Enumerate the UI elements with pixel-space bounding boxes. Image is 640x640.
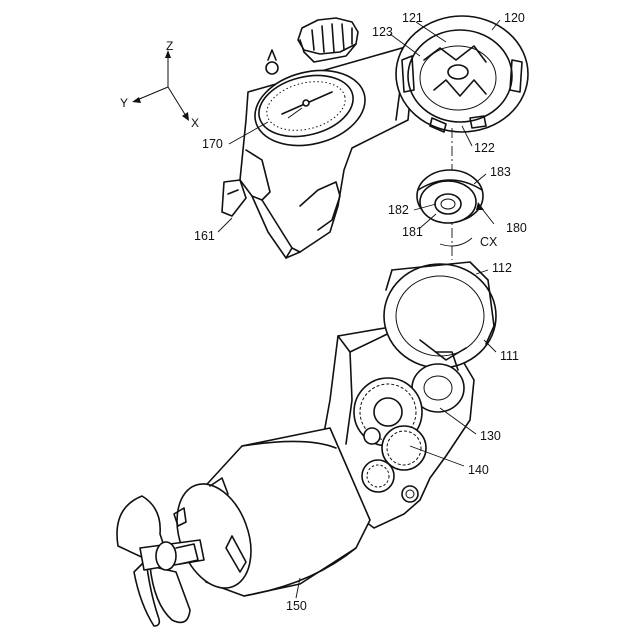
axis-cx-leader — [440, 238, 472, 246]
disc-180 — [417, 170, 483, 223]
label-130: 130 — [480, 429, 501, 443]
x-axis-arrow — [182, 112, 189, 121]
label-111: 111 — [500, 349, 519, 363]
motor-150 — [164, 428, 370, 598]
y-axis-line — [137, 87, 168, 100]
clip-161 — [222, 180, 246, 216]
label-140: 140 — [468, 463, 489, 477]
label-cx: CX — [480, 235, 498, 249]
label-122: 122 — [474, 141, 495, 155]
label-120: 120 — [504, 11, 525, 25]
coordinate-axes: Z Y X — [120, 39, 199, 130]
label-123: 123 — [372, 25, 393, 39]
label-170: 170 — [202, 137, 223, 151]
x-axis-label: X — [191, 116, 199, 130]
label-112: 112 — [492, 261, 512, 275]
label-161: 161 — [194, 229, 215, 243]
y-axis-label: Y — [120, 96, 128, 110]
label-180: 180 — [506, 221, 527, 235]
label-121: 121 — [402, 11, 423, 25]
label-182: 182 — [388, 203, 409, 217]
y-axis-arrow — [132, 97, 141, 103]
label-181: 181 — [402, 225, 423, 239]
x-axis-line — [168, 87, 186, 116]
cap-120 — [396, 16, 528, 132]
label-150: 150 — [286, 599, 307, 613]
z-axis-label: Z — [166, 39, 173, 53]
label-183: 183 — [490, 165, 511, 179]
